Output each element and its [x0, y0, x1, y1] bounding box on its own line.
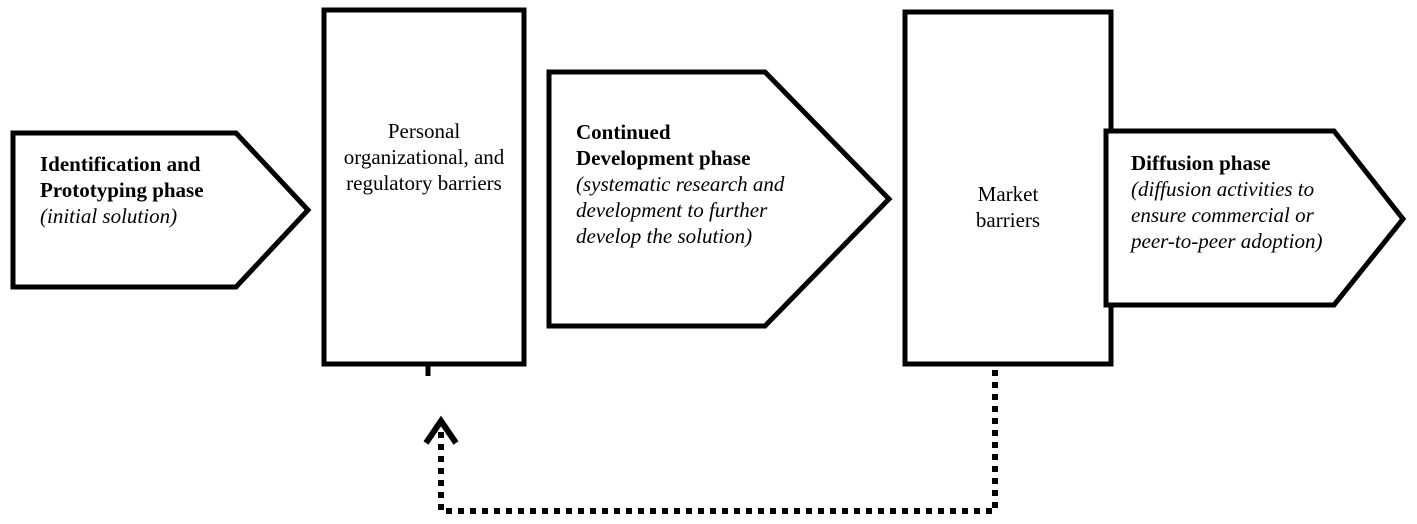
phase-identification-label: Identification and Prototyping phase (in…: [40, 151, 240, 229]
barrier-market-box: [902, 9, 1114, 367]
feedback-arrow-line: [438, 370, 998, 514]
barrier-market-label: Market barriers: [945, 181, 1071, 233]
phase-development-subtitle: (systematic research and development to …: [576, 172, 785, 248]
phase-diffusion-subtitle: (diffusion activities to ensure commerci…: [1131, 177, 1323, 253]
phase-diffusion-title: Diffusion phase: [1131, 151, 1271, 175]
barrier-market-text: Market barriers: [975, 182, 1041, 232]
phase-diffusion-label: Diffusion phase (diffusion activities to…: [1131, 150, 1331, 254]
phase-development-label: Continued Development phase (systematic …: [576, 119, 791, 249]
feedback-arrow-head-icon: [423, 415, 459, 445]
barrier-personal-box: [321, 7, 527, 367]
barrier-personal-label: Personal organizational, and regulatory …: [340, 118, 508, 196]
phase-identification-subtitle: (initial solution): [40, 204, 178, 228]
barrier-personal-text: Personal organizational, and regulatory …: [343, 119, 505, 195]
phase-identification-title: Identification and Prototyping phase: [40, 152, 204, 202]
phase-development-shape: [546, 69, 893, 329]
phase-identification-shape: [10, 130, 312, 290]
phase-development-title: Continued Development phase: [576, 120, 751, 170]
phase-diffusion-shape: [1103, 128, 1407, 308]
